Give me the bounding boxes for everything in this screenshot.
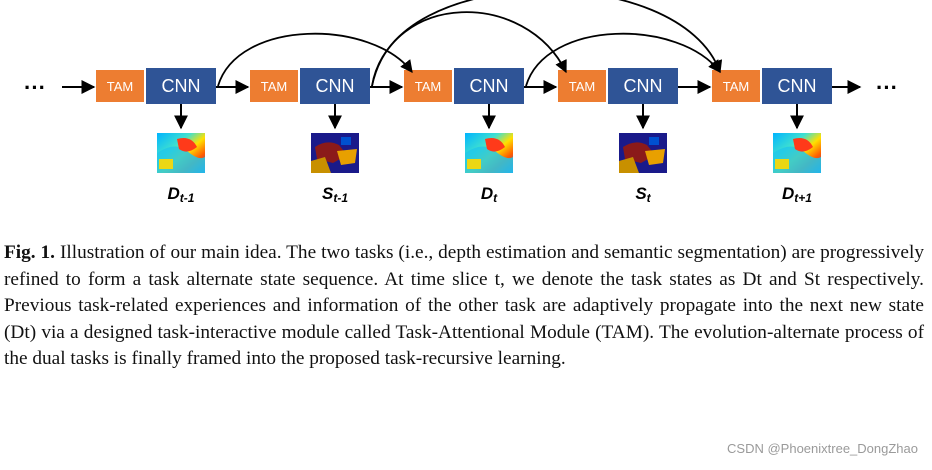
seg-region (649, 137, 659, 145)
state-label: Dt-1 (168, 184, 195, 205)
depth-region (177, 138, 197, 152)
depth-region (485, 138, 505, 152)
state-label-subscript: t-1 (180, 191, 195, 205)
skip-arc (217, 32, 413, 87)
state-label-subscript: t (493, 191, 498, 205)
leading-ellipsis: ··· (24, 75, 46, 100)
tam-label: TAM (569, 79, 595, 94)
state-label: St-1 (322, 184, 348, 205)
cnn-label: CNN (778, 76, 817, 96)
segmentation-thumbnail (311, 133, 359, 173)
tam-box (558, 70, 606, 102)
seg-region (311, 157, 331, 173)
caption-label: Fig. 1. (4, 242, 55, 263)
cnn-label: CNN (470, 76, 509, 96)
seg-region (337, 149, 357, 165)
cnn-box (762, 68, 832, 104)
tam-box (250, 70, 298, 102)
state-label: Dt (481, 184, 498, 205)
depth-region (793, 138, 813, 152)
skip-arc (371, 0, 723, 87)
seg-region (645, 149, 665, 165)
figure-caption: Fig. 1. Illustration of our main idea. T… (4, 240, 924, 373)
tam-label: TAM (107, 79, 133, 94)
watermark: CSDN @Phoenixtree_DongZhao (727, 441, 918, 456)
state-label-subscript: t (647, 191, 652, 205)
tam-box (404, 70, 452, 102)
tam-label: TAM (723, 79, 749, 94)
state-label-main: D (481, 184, 493, 203)
cnn-box (454, 68, 524, 104)
state-label-subscript: t-1 (333, 191, 348, 205)
skip-arc (525, 32, 721, 87)
tam-label: TAM (261, 79, 287, 94)
state-label-subscript: t+1 (794, 191, 812, 205)
seg-region (619, 157, 639, 173)
tam-label: TAM (415, 79, 441, 94)
state-label: St (635, 184, 651, 205)
segmentation-thumbnail (619, 133, 667, 173)
cnn-label: CNN (624, 76, 663, 96)
tam-box (712, 70, 760, 102)
state-label-main: S (635, 184, 647, 203)
cnn-label: CNN (162, 76, 201, 96)
state-label: Dt+1 (782, 184, 812, 205)
state-label-main: D (782, 184, 794, 203)
state-label-main: D (168, 184, 180, 203)
cnn-box (608, 68, 678, 104)
task-recursive-diagram: ··· ··· TAM CNN TAM CNN TAM CNN TAM CNN TAM CNN D… (24, 0, 898, 205)
tam-box (96, 70, 144, 102)
cnn-box (300, 68, 370, 104)
depth-map-thumbnail (465, 133, 513, 173)
trailing-ellipsis: ··· (876, 75, 898, 100)
depth-region (467, 159, 481, 169)
state-label-main: S (322, 184, 334, 203)
skip-connections (217, 0, 723, 87)
cnn-box (146, 68, 216, 104)
module-chain: TAM CNN TAM CNN TAM CNN TAM CNN TAM CNN (62, 68, 862, 104)
depth-map-thumbnail (157, 133, 205, 173)
depth-map-thumbnail (773, 133, 821, 173)
caption-text: Illustration of our main idea. The two t… (4, 242, 924, 369)
depth-region (159, 159, 173, 169)
cnn-label: CNN (316, 76, 355, 96)
depth-region (775, 159, 789, 169)
seg-region (341, 137, 351, 145)
